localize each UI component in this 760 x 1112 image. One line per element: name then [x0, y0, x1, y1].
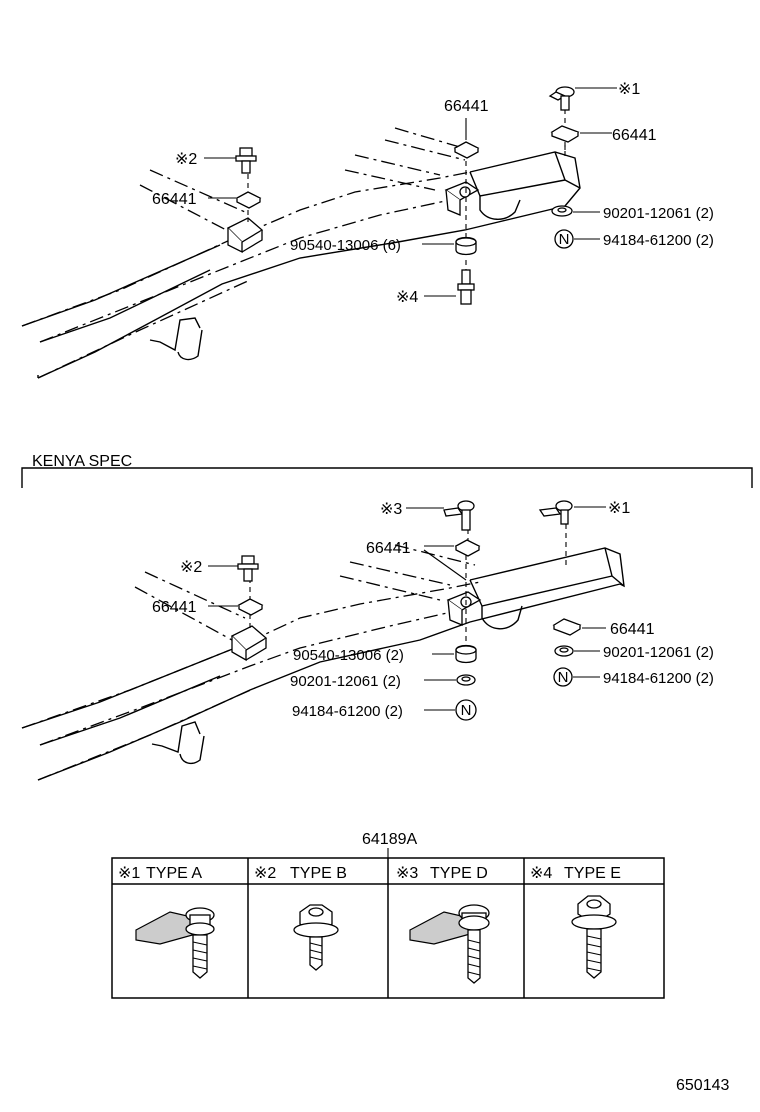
label-pad-center-kenya: 66441: [366, 540, 411, 557]
washer-top: [551, 205, 573, 217]
leader-pad-center-kenya-2: [423, 549, 467, 581]
label-nut-top: 94184-61200 (2): [603, 232, 714, 249]
clip-type-b-top: [235, 147, 257, 174]
cushion-kenya: [455, 644, 477, 664]
nut-symbol-text: N: [558, 669, 569, 686]
pad-right-kenya: [552, 618, 582, 636]
type-b-label: TYPE B: [290, 865, 347, 882]
type-d-label: TYPE D: [430, 865, 488, 882]
label-pad-left-kenya: 66441: [152, 599, 197, 616]
nut-symbol-text: N: [559, 231, 570, 248]
label-pad-top-right: 66441: [612, 127, 657, 144]
label-clip3-kenya: ※3: [380, 501, 402, 518]
nut-symbol-center-kenya: N: [455, 699, 477, 721]
label-clip4-top: ※4: [396, 289, 418, 306]
label-pad-top-center: 66441: [444, 98, 489, 115]
figure-number: 650143: [676, 1077, 729, 1094]
label-clip2-top: ※2: [175, 151, 197, 168]
clip-type-e-top: [457, 269, 475, 305]
nut-symbol-top: N: [554, 229, 574, 249]
pad-left-top: [235, 191, 262, 209]
washer-right-kenya: [554, 645, 574, 657]
type-e-bolt-icon: [571, 895, 617, 979]
label-clip2-kenya: ※2: [180, 559, 202, 576]
nut-symbol-text: N: [461, 702, 472, 719]
label-nut-center-kenya: 94184-61200 (2): [292, 703, 403, 720]
washer-center-kenya: [456, 674, 476, 686]
label-cushion-kenya: 90540-13006 (2): [293, 647, 404, 664]
label-washer-right-kenya: 90201-12061 (2): [603, 644, 714, 661]
pad-top-center: [453, 141, 480, 159]
pad-left-kenya: [237, 598, 264, 616]
pad-top-right: [550, 125, 580, 143]
label-pad-right-kenya: 66441: [610, 621, 655, 638]
clip-type-a-top: [548, 86, 575, 111]
type-a-mark: ※1: [118, 865, 140, 882]
kenya-frame-assembly: [21, 515, 625, 781]
clip-type-d-kenya: [443, 500, 475, 531]
type-e-mark: ※4: [530, 865, 552, 882]
type-d-clip-icon: [409, 904, 490, 984]
label-washer-center-kenya: 90201-12061 (2): [290, 673, 401, 690]
type-d-mark: ※3: [396, 865, 418, 882]
type-a-clip-icon: [135, 907, 215, 979]
cushion-top: [455, 236, 477, 256]
label-pad-left-top: 66441: [152, 191, 197, 208]
type-e-label: TYPE E: [564, 865, 621, 882]
type-b-mark: ※2: [254, 865, 276, 882]
pad-center-kenya: [454, 539, 481, 557]
table-part-number: 64189A: [362, 831, 417, 848]
label-washer-top: 90201-12061 (2): [603, 205, 714, 222]
kenya-bracket-line: [21, 467, 753, 488]
label-cushion-top: 90540-13006 (6): [290, 237, 401, 254]
nut-symbol-right-kenya: N: [553, 667, 573, 687]
clip-type-a-kenya: [538, 500, 573, 525]
type-table: [111, 857, 665, 999]
label-clip1-top: ※1: [618, 81, 640, 98]
label-clip1-kenya: ※1: [608, 500, 630, 517]
label-nut-right-kenya: 94184-61200 (2): [603, 670, 714, 687]
clip-type-b-kenya: [237, 555, 259, 582]
top-frame-assembly: [21, 100, 581, 379]
kenya-spec-title: KENYA SPEC: [32, 453, 132, 470]
type-a-label: TYPE A: [146, 865, 202, 882]
type-b-bolt-icon: [293, 904, 339, 971]
